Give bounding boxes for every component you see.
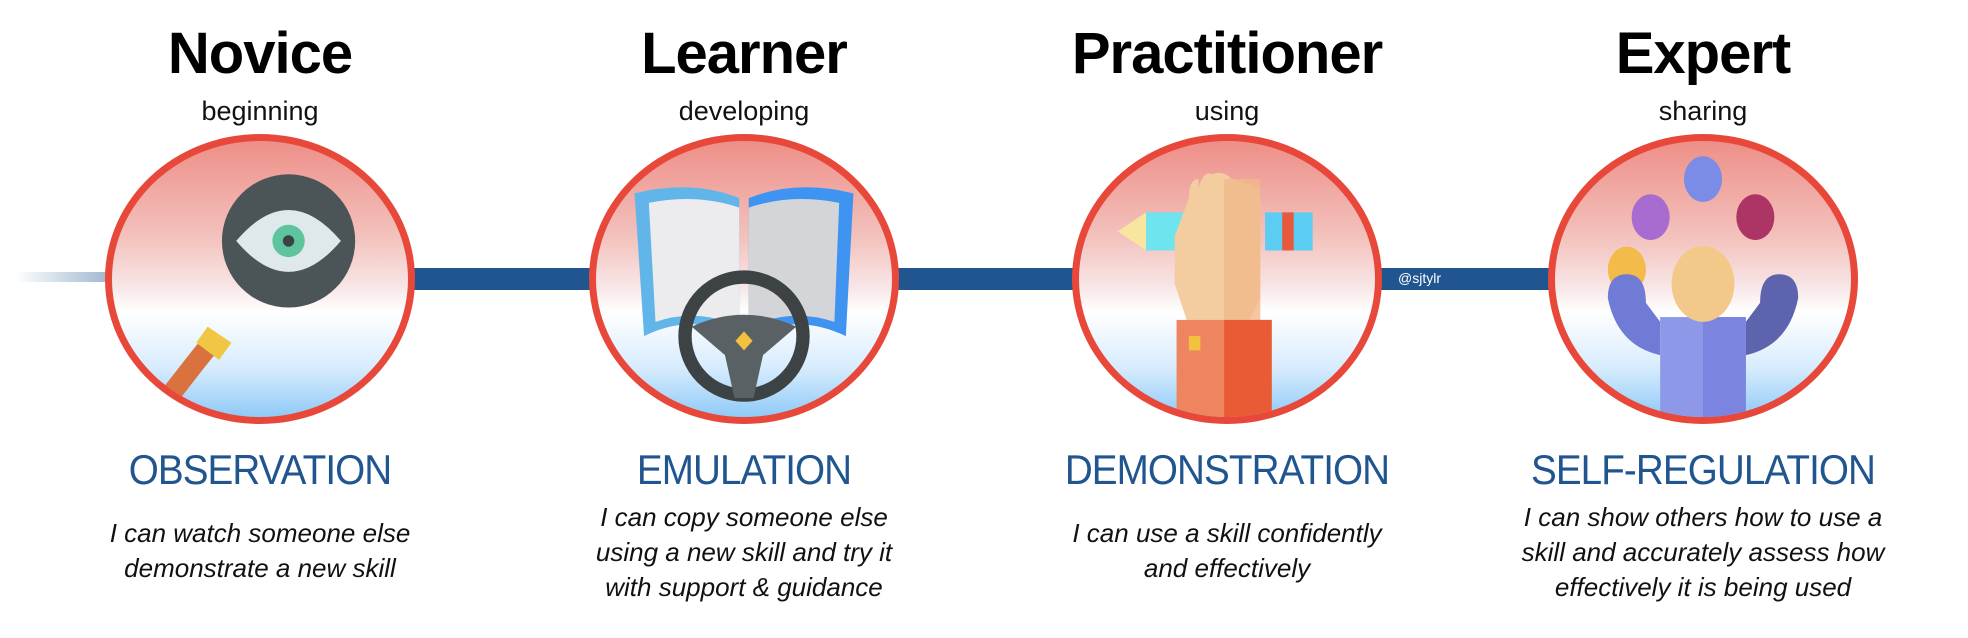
stage-label: OBSERVATION (128, 446, 392, 493)
stage-title: Expert (1615, 21, 1792, 86)
description-line: effectively it is being used (1554, 572, 1852, 602)
stage-description: I can use a skill confidently and effect… (987, 516, 1467, 586)
description-line: and effectively (1143, 553, 1311, 583)
description-line: I can use a skill confidently (1072, 518, 1382, 548)
juggler-icon (1607, 156, 1799, 417)
description-line: I can copy someone else (600, 502, 888, 532)
stage-circle (589, 134, 899, 424)
stage-label: SELF-REGULATION (1530, 446, 1876, 493)
stage-circle (1548, 134, 1858, 424)
hand-pencil-icon (1117, 172, 1313, 417)
stage-title: Novice (167, 21, 353, 86)
stage-circle (1072, 134, 1382, 424)
stage-description: I can show others how to use a skill and… (1463, 500, 1943, 605)
stage-label: DEMONSTRATION (1064, 446, 1390, 493)
description-line: I can watch someone else (109, 518, 411, 548)
stage-description: I can watch someone else demonstrate a n… (20, 516, 500, 586)
description-line: skill and accurately assess how (1521, 537, 1885, 567)
stage-subtitle: developing (678, 96, 810, 126)
description-line: with support & guidance (605, 572, 883, 602)
stage-subtitle: sharing (1658, 96, 1748, 126)
description-line: I can show others how to use a (1523, 502, 1883, 532)
stage-subtitle: beginning (201, 96, 319, 126)
stage-circle (105, 134, 415, 424)
magnifier-eye-icon (155, 174, 356, 413)
stage-description: I can copy someone else using a new skil… (504, 500, 984, 605)
watermark-handle: @sjtylr (1398, 270, 1441, 286)
description-line: using a new skill and try it (595, 537, 893, 567)
stage-subtitle: using (1194, 96, 1260, 126)
stage-title: Practitioner (1071, 21, 1383, 86)
stage-label: EMULATION (636, 446, 852, 493)
stage-title: Learner (641, 21, 848, 86)
description-line: demonstrate a new skill (124, 553, 396, 583)
book-steering-wheel-icon (634, 187, 854, 402)
